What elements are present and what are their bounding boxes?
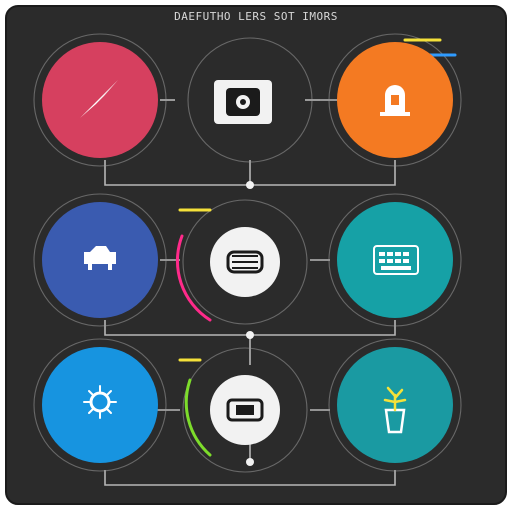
junction-dots bbox=[246, 181, 254, 466]
ring-mid-left bbox=[33, 193, 167, 327]
plant-icon bbox=[383, 386, 407, 434]
device-icon-outline bbox=[226, 398, 264, 422]
device-icon bbox=[226, 398, 264, 422]
keyboard-key bbox=[395, 252, 401, 256]
compass-node[interactable] bbox=[42, 42, 158, 158]
connectors bbox=[104, 99, 396, 486]
plant-icon-leaves bbox=[383, 386, 407, 412]
connector-15 bbox=[250, 470, 396, 486]
ring-bot-left bbox=[33, 338, 167, 472]
keyboard-key bbox=[379, 259, 385, 263]
ring-top-center bbox=[187, 37, 313, 163]
ring-top-right bbox=[328, 33, 462, 167]
lock-icon bbox=[380, 85, 410, 116]
tag-icon bbox=[84, 246, 116, 270]
tag-icon-body bbox=[84, 252, 116, 264]
compass-icon bbox=[80, 80, 118, 118]
compass-needle-a bbox=[80, 80, 118, 118]
plant-node[interactable] bbox=[337, 347, 453, 463]
tag-node[interactable] bbox=[42, 202, 158, 318]
keyboard-spacebar bbox=[381, 266, 411, 270]
connector-4 bbox=[250, 320, 396, 336]
lock-icon-keyhole bbox=[391, 95, 399, 105]
connector-2 bbox=[250, 160, 396, 186]
keyboard-key bbox=[387, 252, 393, 256]
lock-icon-base bbox=[380, 112, 410, 116]
accent-arc-green bbox=[184, 378, 212, 457]
ring-bot-center bbox=[182, 347, 308, 473]
junction-dot-3 bbox=[246, 458, 254, 466]
record-node[interactable] bbox=[198, 48, 302, 152]
gear-node[interactable] bbox=[42, 347, 158, 463]
lock-node[interactable] bbox=[337, 42, 453, 158]
keyboard-key bbox=[403, 252, 409, 256]
ring-mid-right bbox=[328, 193, 462, 327]
connector-16 bbox=[104, 470, 250, 486]
junction-dot-1 bbox=[246, 181, 254, 189]
diagram-title: DAEFUTHO LERS SOT IMORS bbox=[174, 10, 338, 23]
ring-bot-right bbox=[328, 338, 462, 472]
outer-rings bbox=[33, 33, 462, 473]
ring-top-left bbox=[33, 33, 167, 167]
keyboard-icon-keys bbox=[379, 252, 411, 270]
tag-icon-leg-b bbox=[108, 264, 112, 270]
plant-icon-pot bbox=[384, 408, 406, 434]
tag-icon-top bbox=[90, 246, 110, 252]
junction-dot-2 bbox=[246, 331, 254, 339]
keyboard-key bbox=[403, 259, 409, 263]
accent-arcs bbox=[175, 38, 457, 457]
cable-node[interactable] bbox=[210, 227, 280, 297]
keyboard-icon bbox=[373, 245, 419, 275]
cable-icon-outline bbox=[226, 250, 264, 274]
compass-needle-b bbox=[96, 80, 118, 104]
cable-icon bbox=[226, 250, 264, 274]
gear-icon bbox=[83, 385, 117, 419]
connector-1 bbox=[104, 160, 250, 186]
keyboard-node[interactable] bbox=[337, 202, 453, 318]
gear-icon-teeth bbox=[83, 385, 117, 419]
keyboard-icon-frame bbox=[373, 245, 419, 275]
cable-icon-lines bbox=[232, 255, 258, 269]
device-icon-screen bbox=[236, 405, 254, 415]
ring-mid-center bbox=[182, 199, 308, 325]
keyboard-key bbox=[387, 259, 393, 263]
keyboard-key bbox=[395, 259, 401, 263]
record-icon bbox=[226, 88, 260, 116]
keyboard-key bbox=[379, 252, 385, 256]
accent-arc-pink bbox=[175, 234, 212, 322]
device-node[interactable] bbox=[210, 375, 280, 445]
connector-3 bbox=[104, 320, 250, 336]
tag-icon-leg-a bbox=[88, 264, 92, 270]
record-icon-dot bbox=[240, 99, 246, 105]
gear-node-circle bbox=[42, 347, 158, 463]
